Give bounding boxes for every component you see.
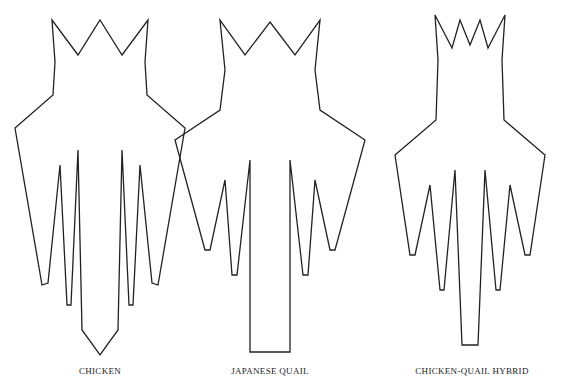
species-label: CHICKEN-QUAIL HYBRID [415,366,528,376]
species-label: JAPANESE QUAIL [231,366,309,376]
species-label: CHICKEN [79,366,121,376]
hybrid-sternum [395,15,545,345]
chicken-sternum [15,20,185,355]
quail-sternum [175,20,365,352]
